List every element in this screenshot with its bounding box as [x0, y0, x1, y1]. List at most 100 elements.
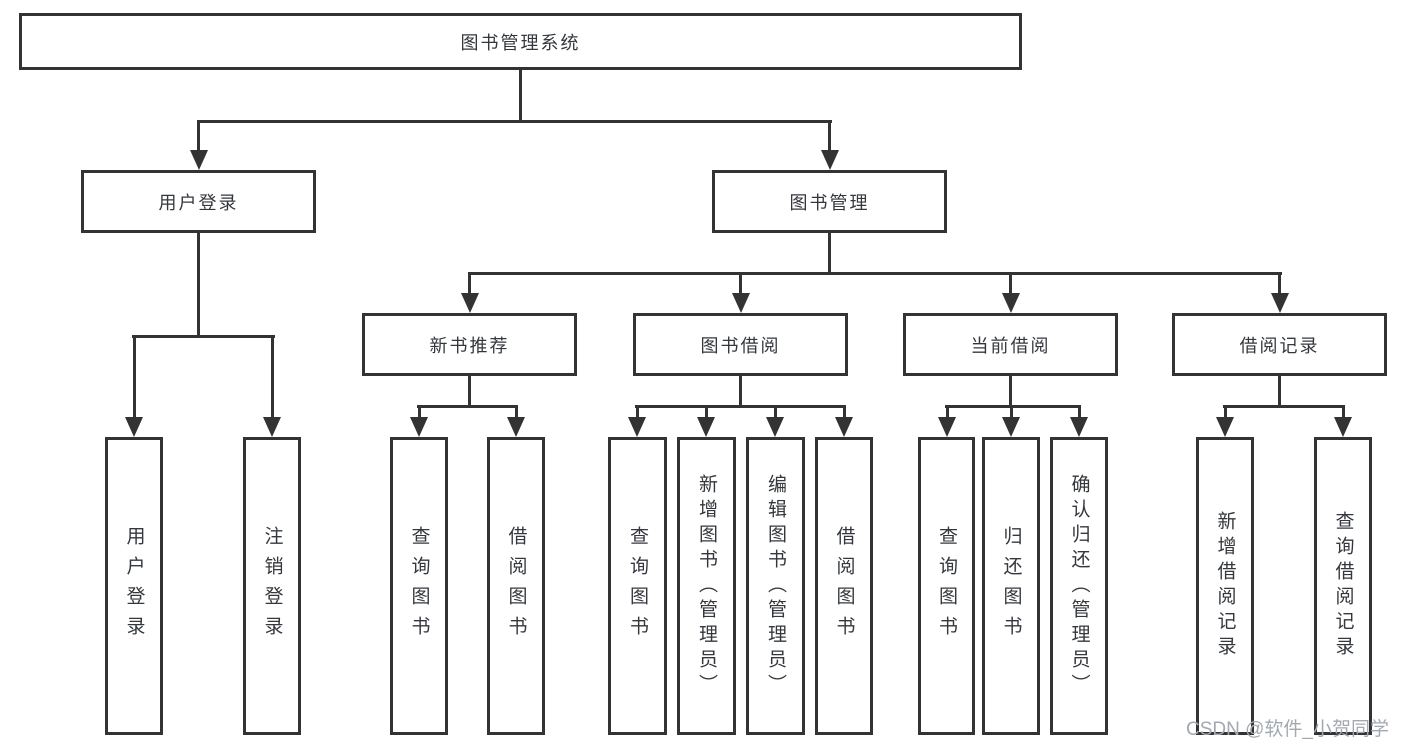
node-label: 查询图书	[936, 526, 957, 646]
node-label: 确认归还（管理员）	[1068, 473, 1090, 699]
leaf-user-login: 用户登录	[105, 437, 163, 735]
arrow-to-book-borrow	[731, 272, 750, 313]
node-label: 图书借阅	[700, 335, 781, 356]
arrow-head-icon	[1001, 293, 1020, 313]
connector-book-vline	[828, 231, 831, 274]
arrow-stem	[197, 120, 200, 150]
node-label: 借阅图书	[833, 526, 855, 646]
arrow-stem	[1009, 405, 1013, 417]
arrow-head-icon	[263, 417, 281, 437]
arrow-to-book-mgmt	[820, 120, 839, 170]
arrow-head-icon	[1002, 417, 1020, 437]
arrow-to-cb-confirm	[1070, 405, 1088, 437]
arrow-head-icon	[125, 417, 143, 437]
arrow-stem	[514, 405, 518, 417]
arrow-head-icon	[460, 293, 479, 313]
connector-bb-vline	[739, 374, 742, 407]
leaf-br-query-record: 查询借阅记录	[1314, 437, 1372, 735]
leaf-cb-query-books: 查询图书	[918, 437, 975, 735]
arrow-to-bb-add	[697, 405, 715, 437]
arrow-to-br-add	[1216, 405, 1234, 437]
connector-root-hline	[197, 120, 832, 123]
arrow-stem	[945, 405, 949, 417]
node-label: 查询图书	[627, 526, 648, 646]
node-label: 新增图书（管理员）	[696, 473, 717, 699]
csdn-watermark: CSDN @软件_小贺同学	[1186, 719, 1389, 740]
arrow-to-cb-return	[1002, 405, 1020, 437]
arrow-to-nbr-query	[410, 405, 428, 437]
leaf-bb-edit-books-admin: 编辑图书（管理员）	[746, 437, 805, 735]
node-label: 查询图书	[408, 526, 430, 646]
node-book-borrow: 图书借阅	[633, 313, 848, 376]
node-label: 当前借阅	[970, 335, 1051, 356]
arrow-head-icon	[1070, 417, 1088, 437]
node-label: 注销登录	[261, 526, 283, 646]
arrow-to-bb-edit	[766, 405, 784, 437]
arrow-head-icon	[731, 293, 750, 313]
node-book-mgmt: 图书管理	[712, 170, 947, 233]
arrow-head-icon	[835, 417, 853, 437]
arrow-stem	[828, 120, 831, 150]
leaf-nbr-borrow-books: 借阅图书	[487, 437, 545, 735]
leaf-bb-borrow-books: 借阅图书	[815, 437, 873, 735]
node-label: 编辑图书（管理员）	[765, 473, 786, 699]
arrow-head-icon	[938, 417, 956, 437]
arrow-to-borrow-record	[1270, 272, 1289, 313]
arrow-to-bb-query	[628, 405, 646, 437]
arrow-head-icon	[1216, 417, 1234, 437]
node-borrow-record: 借阅记录	[1172, 313, 1387, 376]
arrow-stem	[1223, 405, 1227, 417]
arrow-stem	[270, 335, 274, 417]
connector-book-hline	[468, 272, 1282, 275]
arrow-stem	[468, 272, 471, 293]
arrow-to-br-query	[1334, 405, 1352, 437]
leaf-bb-add-books-admin: 新增图书（管理员）	[677, 437, 736, 735]
connector-br-vline	[1278, 374, 1281, 407]
connector-nbr-hline	[417, 405, 518, 408]
leaf-cb-confirm-return-admin: 确认归还（管理员）	[1050, 437, 1108, 735]
arrow-head-icon	[766, 417, 784, 437]
arrow-stem	[1341, 405, 1345, 417]
arrow-head-icon	[410, 417, 428, 437]
arrow-stem	[773, 405, 777, 417]
arrow-to-bb-borrow	[835, 405, 853, 437]
arrow-stem	[132, 335, 136, 417]
arrow-head-icon	[628, 417, 646, 437]
arrow-head-icon	[820, 150, 839, 170]
arrow-to-cb-query	[938, 405, 956, 437]
node-label: 新书推荐	[429, 335, 510, 356]
connector-root-vline	[519, 68, 522, 120]
leaf-br-add-record: 新增借阅记录	[1196, 437, 1254, 735]
arrow-to-leaf-user-login	[125, 335, 143, 437]
arrow-stem	[1077, 405, 1081, 417]
connector-nbr-vline	[468, 374, 471, 407]
arrow-head-icon	[507, 417, 525, 437]
connector-br-hline	[1223, 405, 1345, 408]
arrow-to-nbr-borrow	[507, 405, 525, 437]
node-label: 新增借阅记录	[1214, 511, 1236, 661]
connector-cb-hline	[945, 405, 1081, 408]
node-label: 用户登录	[158, 192, 239, 213]
leaf-logout: 注销登录	[243, 437, 301, 735]
node-label: 用户登录	[123, 526, 145, 646]
arrow-to-user-login	[189, 120, 208, 170]
arrow-to-leaf-logout	[263, 335, 281, 437]
arrow-to-current-borrow	[1001, 272, 1020, 313]
node-label: 归还图书	[1000, 526, 1022, 646]
connector-user-vline	[197, 231, 200, 337]
arrow-head-icon	[189, 150, 208, 170]
arrow-head-icon	[1270, 293, 1289, 313]
arrow-stem	[1278, 272, 1281, 293]
arrow-head-icon	[1334, 417, 1352, 437]
node-label: 图书管理	[789, 192, 870, 213]
node-current-borrow: 当前借阅	[903, 313, 1118, 376]
node-label: 查询借阅记录	[1332, 511, 1354, 661]
leaf-bb-query-books: 查询图书	[608, 437, 667, 735]
leaf-cb-return-books: 归还图书	[982, 437, 1040, 735]
arrow-to-new-book-rec	[460, 272, 479, 313]
arrow-stem	[842, 405, 846, 417]
arrow-stem	[417, 405, 421, 417]
arrow-head-icon	[697, 417, 715, 437]
arrow-stem	[704, 405, 708, 417]
connector-user-hline	[132, 335, 275, 338]
